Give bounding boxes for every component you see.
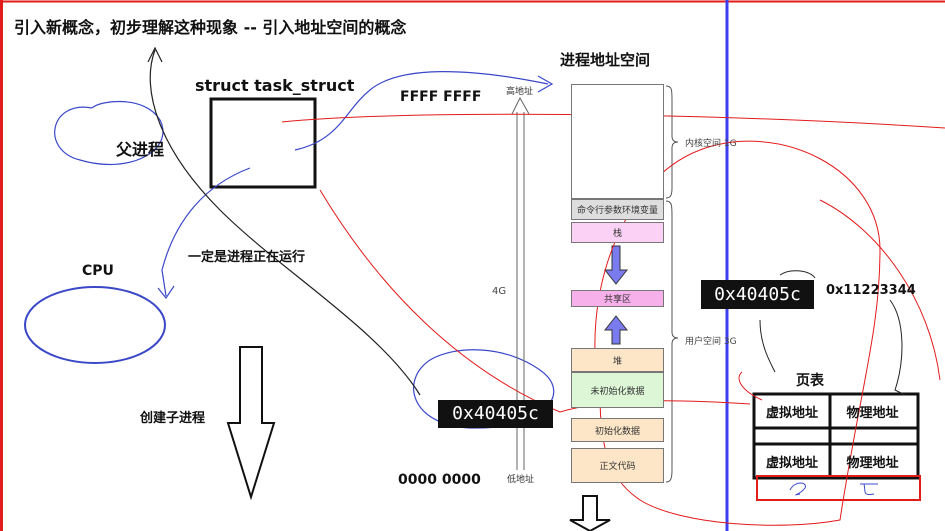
cpu-label: CPU [82, 263, 114, 279]
pt-row-physical: 物理地址 [846, 455, 899, 471]
create-child-label: 创建子进程 [140, 411, 206, 426]
heap-grow-arrow [603, 315, 629, 345]
virtual-address-left: 0x40405c [438, 400, 553, 428]
pt-mark-1 [789, 482, 806, 496]
low-address-label: 低地址 [507, 475, 535, 485]
high-address-label: 高地址 [506, 87, 534, 97]
task-struct-label: struct task_struct [195, 76, 355, 95]
user-space-label: 用户空间 3G [685, 337, 737, 347]
page-title: 引入新概念，初步理解这种现象 -- 引入地址空间的概念 [14, 18, 407, 37]
virtual-address-right: 0x40405c [701, 280, 814, 309]
create-child-arrow [226, 346, 276, 501]
cpu-ellipse [24, 286, 166, 364]
size-label: 4G [492, 286, 507, 297]
task-to-space-curve [294, 71, 549, 151]
red-loop-right [819, 199, 941, 381]
red-line-top [281, 113, 945, 129]
bottom-down-arrow [569, 495, 611, 531]
pt-row-virtual: 虚拟地址 [765, 455, 818, 471]
pt-red-row [756, 475, 921, 501]
high-address-value: FFFF FFFF [400, 89, 482, 105]
physical-address: 0x11223344 [826, 283, 916, 298]
task-to-space-arrowhead [537, 75, 554, 93]
running-label: 一定是进程正在运行 [188, 250, 306, 265]
red-hook [738, 371, 763, 401]
segment-args-env: 命令行参数环境变量 [571, 199, 664, 220]
kernel-space-label: 内核空间 1G [685, 139, 737, 149]
red-line-diagonal [319, 189, 561, 413]
phys-to-table-curve [889, 299, 906, 396]
pt-header-virtual: 虚拟地址 [765, 405, 818, 421]
segment-shared: 共享区 [571, 290, 664, 307]
address-space-title: 进程地址空间 [560, 51, 651, 69]
page-table-frame [752, 392, 920, 480]
kernel-brace [665, 85, 679, 199]
parent-process-label: 父进程 [116, 140, 165, 159]
page-table-title: 页表 [796, 373, 824, 389]
stack-grow-arrow [603, 245, 629, 285]
parent-scribble [54, 100, 164, 165]
address-axis-head [511, 96, 530, 115]
pt-mark-2 [860, 483, 878, 495]
segment-stack: 栈 [571, 222, 664, 243]
cpu-link-curve [161, 167, 251, 297]
hex-right-tick [779, 270, 816, 279]
black-link-arrowhead [147, 46, 163, 63]
segment-text: 正文代码 [571, 448, 664, 483]
pt-header-physical: 物理地址 [846, 405, 899, 421]
segment-data: 初始化数据 [571, 418, 664, 442]
cpu-link-arrowhead [157, 285, 175, 300]
segment-kernel [571, 84, 664, 199]
hex-to-table-curve [759, 319, 776, 373]
user-brace [665, 200, 679, 483]
segment-heap: 堆 [571, 348, 664, 372]
task-struct-box [209, 97, 317, 189]
low-address-value: 0000 0000 [398, 472, 481, 488]
black-link-curve [149, 49, 421, 396]
segment-bss: 未初始化数据 [571, 372, 664, 408]
